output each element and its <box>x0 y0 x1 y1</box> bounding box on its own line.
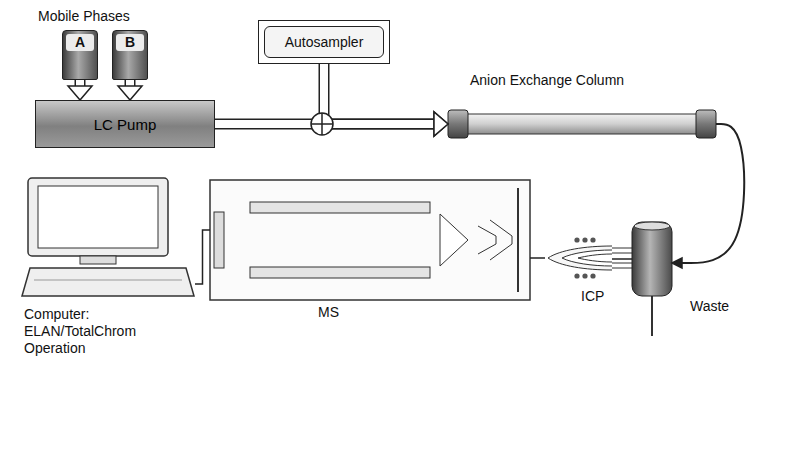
solvent-tank: A <box>62 30 98 80</box>
group-label: Mobile Phases <box>38 8 130 25</box>
spray-chamber <box>632 222 672 336</box>
ms-drawing <box>210 180 530 300</box>
arrowhead <box>672 258 682 268</box>
injection-valve <box>311 113 333 135</box>
solvent-tank: B <box>112 30 148 80</box>
node-label: ICP <box>581 288 604 305</box>
node-label: Autosampler <box>264 26 384 58</box>
connector <box>680 124 745 263</box>
node-label: Anion Exchange Column <box>470 72 624 89</box>
spray-chamber-node: Waste <box>632 222 672 296</box>
connector <box>324 64 438 124</box>
pump-box: LC Pump <box>35 100 215 148</box>
node-label: MS <box>318 304 339 321</box>
connector <box>612 258 632 260</box>
autosampler-box: Autosampler <box>258 20 390 64</box>
icp-node: ICP <box>545 234 612 282</box>
flow-arrow-outline <box>324 64 438 124</box>
arrowhead <box>118 86 142 100</box>
computer-drawing <box>22 178 194 296</box>
ms-node: MS <box>210 180 530 300</box>
column-drawing <box>448 110 716 138</box>
node-label: A <box>66 34 94 51</box>
node-label: LC Pump <box>94 116 157 133</box>
icp-torch <box>548 237 632 278</box>
node-label: Waste <box>690 298 729 315</box>
column-node: Anion Exchange Column <box>448 110 716 138</box>
arrowhead <box>434 112 448 136</box>
connector <box>195 230 210 284</box>
connector <box>530 257 545 259</box>
arrowhead <box>434 112 448 136</box>
node-label: Computer: ELAN/TotalChrom Operation <box>24 306 164 357</box>
computer-node: Computer: ELAN/TotalChrom Operation <box>20 176 195 298</box>
node-label: B <box>116 34 144 51</box>
arrowhead <box>68 86 92 100</box>
